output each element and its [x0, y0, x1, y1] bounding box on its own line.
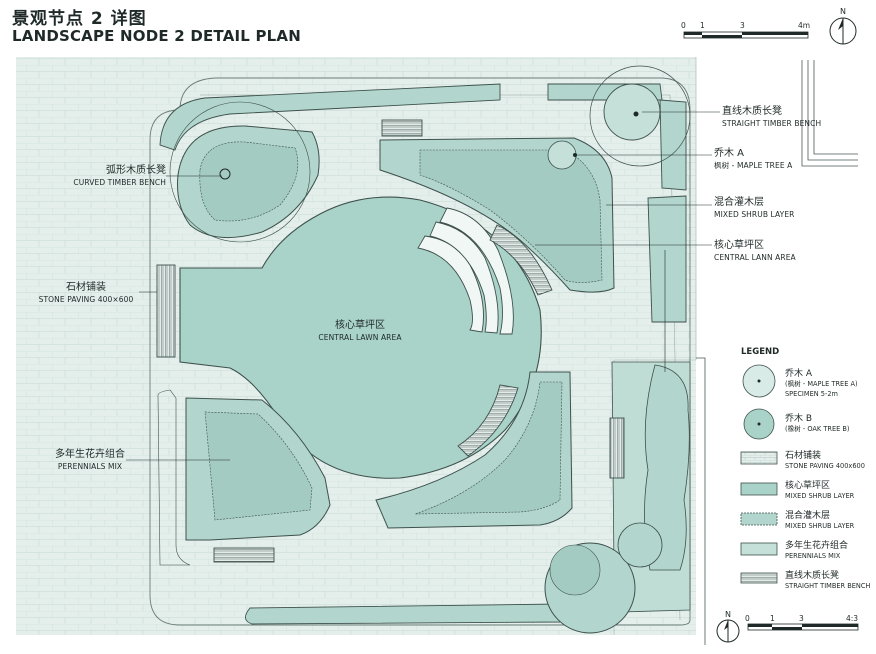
scale-top-tick-1: 1 — [700, 21, 705, 30]
perennials-bed — [157, 389, 331, 566]
scale-top-tick-0: 0 — [681, 21, 686, 30]
curved-bench-north — [489, 224, 553, 296]
label-central-lann: 核心草坪区 CENTRAL LANN AREA — [714, 240, 796, 262]
label-mixed-shrub: 混合灌木层 MIXED SHRUB LAYER — [714, 197, 795, 219]
north-arrow-bottom — [716, 619, 740, 643]
boundary-lines — [696, 60, 858, 645]
legend-title: LEGEND — [741, 347, 780, 357]
north-label-top: N — [840, 7, 846, 16]
scale-bar-bottom — [747, 623, 859, 631]
label-maple-tree: 乔木 A 枫树 - MAPLE TREE A — [714, 148, 793, 170]
legend-item-tree-b: 乔木 B (橡树 - OAK TREE B) — [785, 414, 850, 433]
leader-lines — [126, 111, 720, 461]
label-straight-bench: 直线木质长凳 STRAIGHT TIMBER BENCH — [722, 106, 822, 128]
legend-item-central-lawn: 核心草坪区 MIXED SHRUB LAYER — [785, 481, 855, 500]
scale-bar-top — [683, 31, 809, 39]
label-central-lawn: 核心草坪区 CENTRAL LAWN AREA — [318, 320, 402, 342]
scale-bottom-tick-4: 4:3 — [846, 614, 859, 623]
north-label-bottom: N — [725, 610, 731, 619]
north-arrow-top — [829, 17, 857, 45]
label-curved-bench: 弧形木质长凳 CURVED TIMBER BENCH — [73, 165, 166, 187]
title-chinese: 景观节点 2 详图 — [12, 9, 147, 29]
bottom-shrub-strip — [245, 361, 691, 634]
scale-bottom-tick-3: 3 — [799, 614, 804, 623]
scale-bottom-tick-1: 1 — [770, 614, 775, 623]
legend-item-tree-a: 乔木 A (枫树 - MAPLE TREE A) SPECIMEN 5-2m — [785, 369, 858, 398]
scale-top-tick-3: 3 — [740, 21, 745, 30]
straight-benches — [156, 119, 625, 563]
label-perennials: 多年生花卉组合 PERENNIALS MIX — [55, 449, 125, 471]
scale-top-tick-4: 4m — [798, 21, 811, 30]
mixed-shrub-bed-south — [375, 371, 573, 529]
mixed-shrub-bed-north — [379, 137, 615, 293]
curved-bench-bed — [169, 101, 320, 243]
legend-item-mixed-shrub: 混合灌木层 MIXED SHRUB LAYER — [785, 511, 855, 530]
legend-swatches — [740, 364, 778, 584]
title-english: LANDSCAPE NODE 2 DETAIL PLAN — [12, 27, 301, 45]
seating-arcs — [417, 207, 514, 335]
scale-bottom-tick-0: 0 — [745, 614, 750, 623]
legend-item-perennials: 多年生花卉组合 PERENNIALS MIX — [785, 541, 849, 560]
right-shrub-strip — [647, 99, 687, 323]
label-stone-paving: 石材铺装 STONE PAVING 400×600 — [38, 282, 134, 304]
legend-item-straight-bench: 直线木质长凳 STRAIGHT TIMBER BENCH — [785, 571, 871, 590]
maple-tree-canopy — [589, 65, 691, 167]
legend-item-stone-paving: 石材铺装 STONE PAVING 400x600 — [785, 451, 865, 470]
